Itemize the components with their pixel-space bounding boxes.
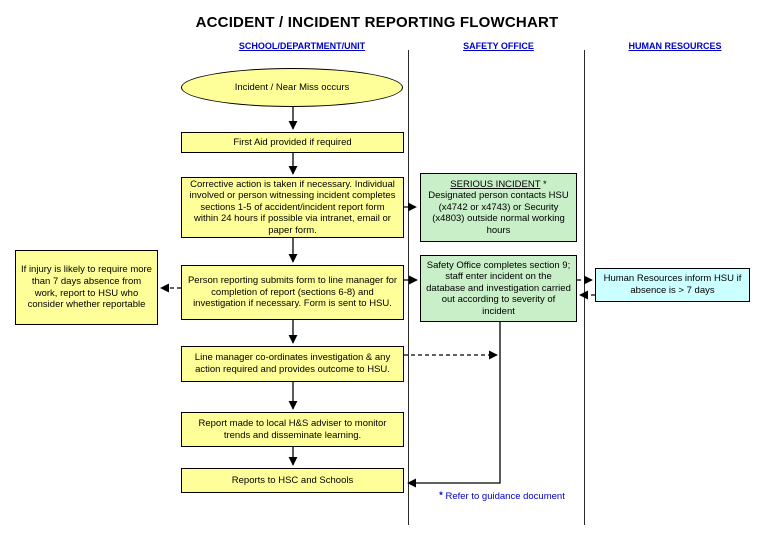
serious-incident-star: * — [543, 178, 547, 190]
footnote-asterisk: * — [439, 490, 443, 501]
node-hr-inform: Human Resources inform HSU if absence is… — [595, 268, 750, 302]
column-header-safety-office: SAFETY OFFICE — [463, 41, 534, 51]
page-title: ACCIDENT / INCIDENT REPORTING FLOWCHART — [195, 14, 559, 31]
node-person-reporting: Person reporting submits form to line ma… — [181, 265, 404, 320]
node-first-aid: First Aid provided if required — [181, 132, 404, 153]
node-corrective-action: Corrective action is taken if necessary.… — [181, 177, 404, 238]
node-reports-hsc-label: Reports to HSC and Schools — [231, 474, 354, 486]
node-hr-inform-label: Human Resources inform HSU if absence is… — [603, 273, 742, 296]
arrow-safetyoffice-to-reports — [407, 322, 501, 488]
footnote: * Refer to guidance document — [420, 490, 584, 502]
node-hs-adviser: Report made to local H&S adviser to moni… — [181, 412, 404, 447]
node-safety-office-completes: Safety Office completes section 9; staff… — [420, 255, 577, 322]
node-serious-incident-content: SERIOUS INCIDENT * Designated person con… — [426, 179, 571, 237]
node-reports-hsc: Reports to HSC and Schools — [181, 468, 404, 493]
column-header-school-department-unit: SCHOOL/DEPARTMENT/UNIT — [238, 41, 366, 51]
serious-incident-title: SERIOUS INCIDENT — [450, 178, 541, 190]
column-header-human-resources: HUMAN RESOURCES — [628, 41, 722, 51]
node-incident-occurs: Incident / Near Miss occurs — [181, 68, 403, 107]
node-line-manager-label: Line manager co-ordinates investigation … — [194, 352, 391, 375]
node-injury-absence: If injury is likely to require more than… — [15, 250, 158, 325]
node-person-reporting-label: Person reporting submits form to line ma… — [187, 275, 398, 310]
node-first-aid-label: First Aid provided if required — [233, 136, 352, 148]
column-divider-left — [408, 50, 409, 525]
column-divider-right — [584, 50, 585, 525]
node-corrective-action-label: Corrective action is taken if necessary.… — [189, 178, 396, 236]
node-injury-absence-label: If injury is likely to require more than… — [21, 264, 152, 311]
node-hs-adviser-label: Report made to local H&S adviser to moni… — [198, 417, 387, 441]
node-incident-occurs-label: Incident / Near Miss occurs — [234, 81, 350, 93]
serious-incident-body: Designated person contacts HSU (x4742 or… — [428, 190, 569, 236]
node-line-manager: Line manager co-ordinates investigation … — [181, 346, 404, 382]
node-serious-incident: SERIOUS INCIDENT * Designated person con… — [420, 173, 577, 242]
footnote-text: Refer to guidance document — [445, 491, 565, 502]
node-safety-office-completes-label: Safety Office completes section 9; staff… — [426, 259, 571, 317]
